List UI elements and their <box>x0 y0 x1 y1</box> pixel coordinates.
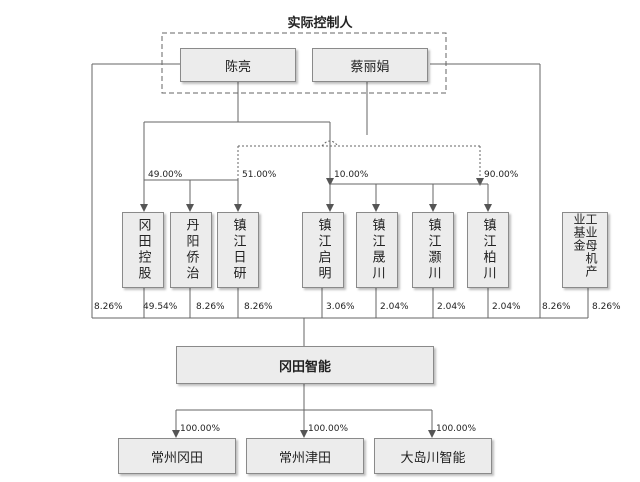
holder-zhenjiang-shengchuan: 镇江晟川 <box>356 212 398 288</box>
company-gangtian-intelligent: 冈田智能 <box>176 346 434 384</box>
pct-riyan: 8.26% <box>244 302 273 312</box>
subsidiary-changzhou-jintian: 常州津田 <box>246 438 364 474</box>
pct-left: 8.26% <box>94 302 123 312</box>
diagram-title: 实际控制人 <box>287 16 353 31</box>
holder-gangtian-holding: 冈田控股 <box>122 212 164 288</box>
subsidiary-changzhou-gangtian: 常州冈田 <box>118 438 236 474</box>
pct-baichuan: 2.04% <box>492 302 521 312</box>
holder-industrial-fund: 工业母机产业基金 <box>562 212 608 288</box>
pct-sub-3: 100.00% <box>436 424 477 434</box>
pct-danyang: 8.26% <box>196 302 225 312</box>
pct-haochuan: 2.04% <box>437 302 466 312</box>
pct-right: 8.26% <box>542 302 571 312</box>
subsidiary-dadaochuan: 大岛川智能 <box>374 438 492 474</box>
pct-10: 10.00% <box>334 170 369 180</box>
pct-90: 90.00% <box>484 170 519 180</box>
pct-qiming: 3.06% <box>326 302 355 312</box>
holder-danyang-qiaozhi: 丹阳侨治 <box>170 212 212 288</box>
pct-sub-2: 100.00% <box>308 424 349 434</box>
pct-shengchuan: 2.04% <box>380 302 409 312</box>
pct-51: 51.00% <box>242 170 277 180</box>
holder-zhenjiang-baichuan: 镇江柏川 <box>467 212 509 288</box>
pct-49: 49.00% <box>148 170 183 180</box>
pct-gangtian: 49.54% <box>143 302 178 312</box>
holder-zhenjiang-haochuan: 镇江灏川 <box>412 212 454 288</box>
pct-sub-1: 100.00% <box>180 424 221 434</box>
holder-zhenjiang-qiming: 镇江启明 <box>302 212 344 288</box>
holder-zhenjiang-riyan: 镇江日研 <box>217 212 259 288</box>
controller-chen-liang: 陈亮 <box>180 48 296 82</box>
controller-cai-lijuan: 蔡丽娟 <box>312 48 428 82</box>
pct-fund: 8.26% <box>592 302 621 312</box>
